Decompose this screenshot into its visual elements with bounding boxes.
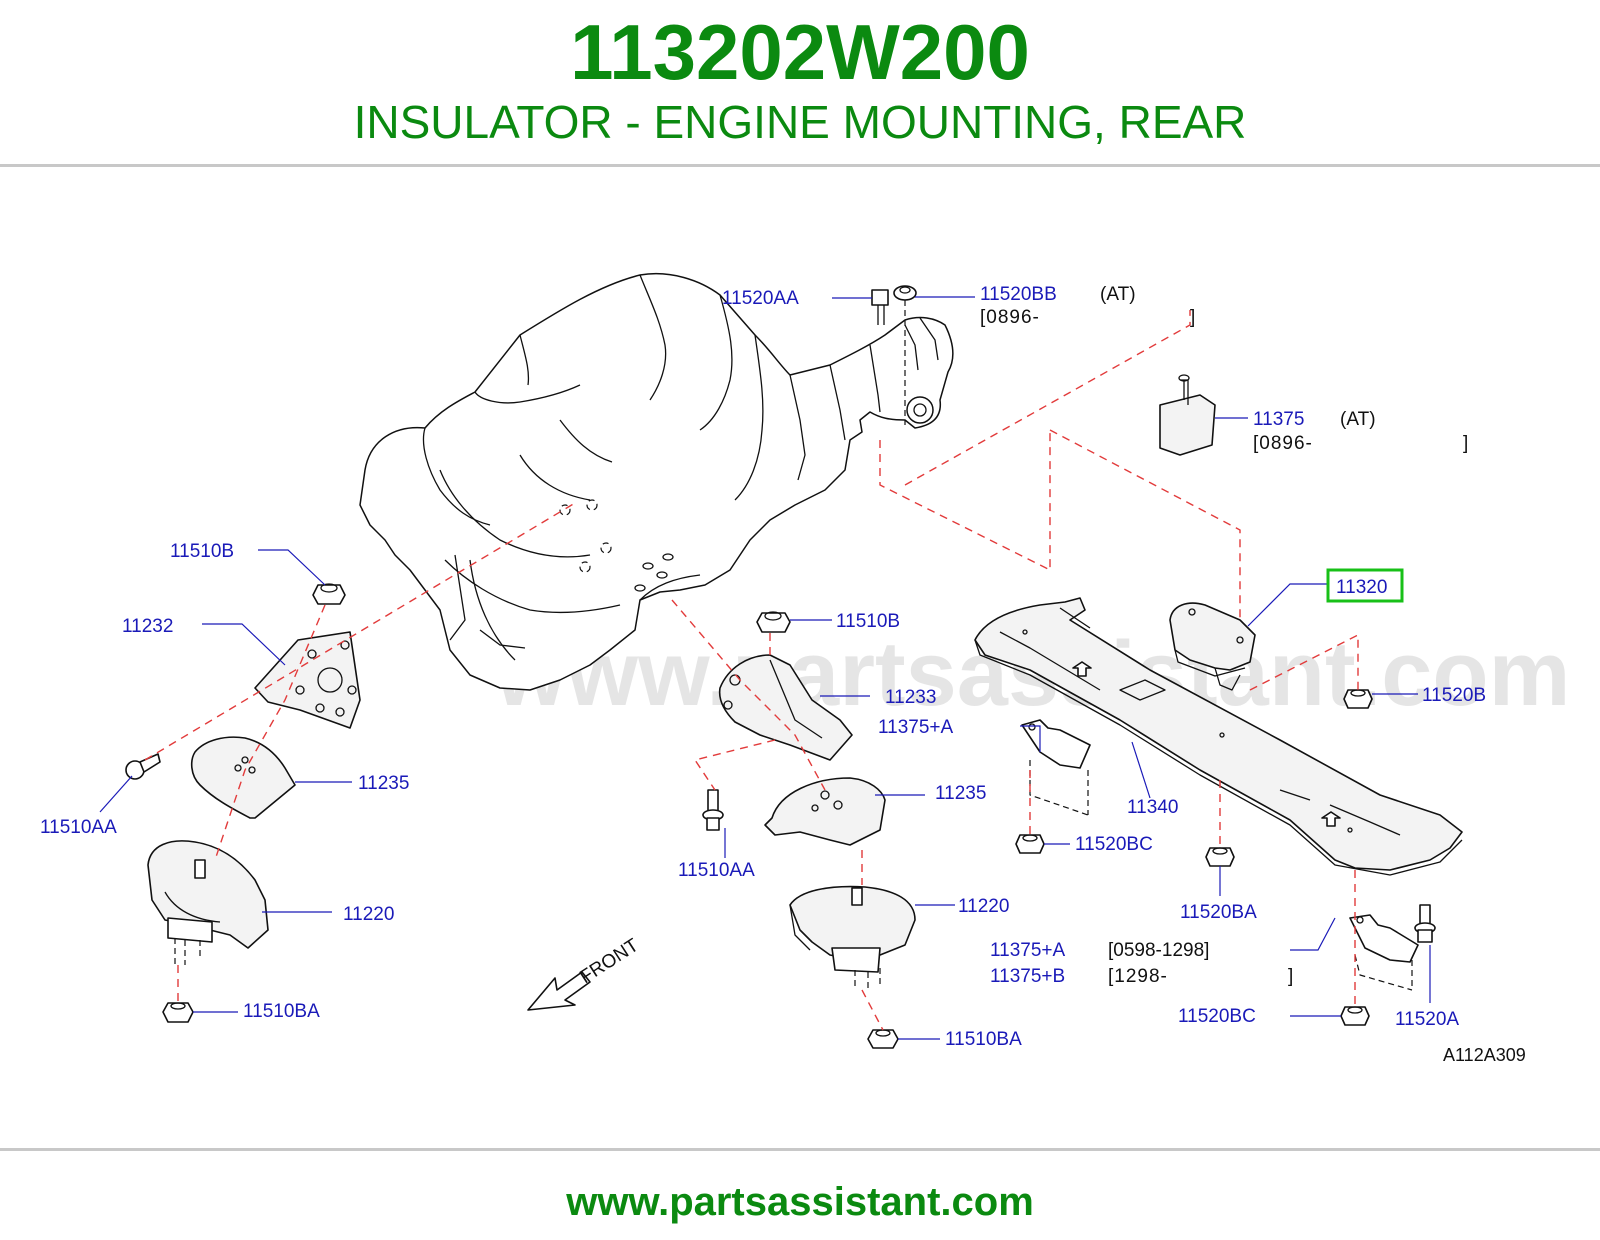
leader-lines [99, 296, 1431, 1040]
bolt-11520a [1414, 904, 1436, 943]
callout-11320[interactable]: 11320 [1336, 577, 1387, 598]
heat-shield-11235-left [190, 736, 296, 819]
callout-11375[interactable]: 11375 [1253, 409, 1304, 430]
bolt-11520aa [871, 289, 889, 325]
insulator-11320 [1169, 602, 1256, 691]
callout-11375-note: (AT) [1340, 409, 1376, 430]
callout-11520b[interactable]: 11520B [1422, 685, 1486, 706]
callout-11520aa[interactable]: 11520AA [722, 288, 799, 309]
mount-assembly-left [125, 502, 576, 1023]
callout-11220-mid[interactable]: 11220 [958, 896, 1009, 917]
callout-labels: 11520AA 11520BB (AT) [0896- ] 11375 (AT)… [40, 284, 1526, 1065]
nut-11510b-left [312, 583, 346, 605]
callout-11235-left[interactable]: 11235 [358, 773, 409, 794]
callout-11233[interactable]: 11233 [885, 687, 936, 708]
nut-11520b [1343, 689, 1373, 709]
callout-11520bb[interactable]: 11520BB [980, 284, 1057, 305]
bottom-divider [0, 1148, 1600, 1151]
callout-11520bb-note: (AT) [1100, 284, 1136, 305]
diagram-code: A112A309 [1443, 1045, 1526, 1065]
callout-11375a-range: [0598-1298] [1108, 940, 1209, 961]
nut-11510b-mid [756, 611, 791, 633]
callout-11510ba-mid[interactable]: 11510BA [945, 1029, 1022, 1050]
top-divider [0, 164, 1600, 167]
insulator-11220-left [147, 840, 269, 965]
callout-11510b-mid[interactable]: 11510B [836, 611, 900, 632]
nut-11520ba [1205, 847, 1235, 867]
callout-11510aa-mid[interactable]: 11510AA [678, 860, 755, 881]
nut-11510ba-mid [867, 1029, 899, 1049]
callout-11520bb-range-open: [0896- [980, 307, 1040, 328]
highlight-box-11320 [1326, 568, 1404, 603]
callout-11520bc-bottom[interactable]: 11520BC [1178, 1006, 1256, 1027]
nut-11510ba-left [162, 1002, 194, 1023]
page-title: 113202W200 [570, 8, 1030, 96]
mount-assembly-middle [671, 599, 916, 1049]
callout-11520a[interactable]: 11520A [1395, 1009, 1459, 1030]
page-subtitle: INSULATOR - ENGINE MOUNTING, REAR [353, 96, 1247, 148]
callout-11510b-left[interactable]: 11510B [170, 541, 234, 562]
nut-11520bc-upper [1015, 834, 1045, 854]
callout-11510aa-left[interactable]: 11510AA [40, 817, 117, 838]
nut-11520bc-lower [1340, 1006, 1370, 1026]
heat-shield-11235-mid [764, 777, 886, 846]
mount-assembly-upper-right [871, 285, 1241, 620]
parts-diagram: www.partsassistant.com [0, 253, 1600, 1085]
bracket-11375a-lower [1349, 914, 1419, 991]
callout-11520bb-range-close: ] [1190, 307, 1196, 328]
callout-11375b-range-close: ] [1288, 966, 1294, 987]
callout-11375b-range-open: [1298- [1108, 966, 1168, 987]
bracket-11233 [718, 654, 853, 761]
callout-11375a-bottom[interactable]: 11375+A [990, 940, 1066, 961]
footer-url[interactable]: www.partsassistant.com [566, 1180, 1034, 1224]
callout-11520ba[interactable]: 11520BA [1180, 902, 1257, 923]
callout-11375b[interactable]: 11375+B [990, 966, 1065, 987]
bolt-11510aa-left [125, 753, 161, 780]
bracket-11375a-upper [1021, 719, 1091, 816]
insulator-11220-mid [789, 885, 916, 990]
bracket-11232 [254, 631, 361, 729]
callout-11375-range-open: [0896- [1253, 433, 1313, 454]
callout-11375a-top[interactable]: 11375+A [878, 717, 954, 738]
callout-11375-range-close: ] [1463, 433, 1469, 454]
callout-11340[interactable]: 11340 [1127, 797, 1178, 818]
callout-11232[interactable]: 11232 [122, 616, 173, 637]
bracket-11375 [1159, 374, 1216, 456]
engine-transmission [359, 272, 954, 691]
crossmember-11340 [974, 597, 1463, 876]
callout-11220-left[interactable]: 11220 [343, 904, 394, 925]
callout-11235-mid[interactable]: 11235 [935, 783, 986, 804]
callout-11520bc-top[interactable]: 11520BC [1075, 834, 1153, 855]
callout-11510ba-left[interactable]: 11510BA [243, 1001, 320, 1022]
bolt-11510aa-mid [702, 789, 724, 831]
nut-11520bb [893, 285, 917, 301]
